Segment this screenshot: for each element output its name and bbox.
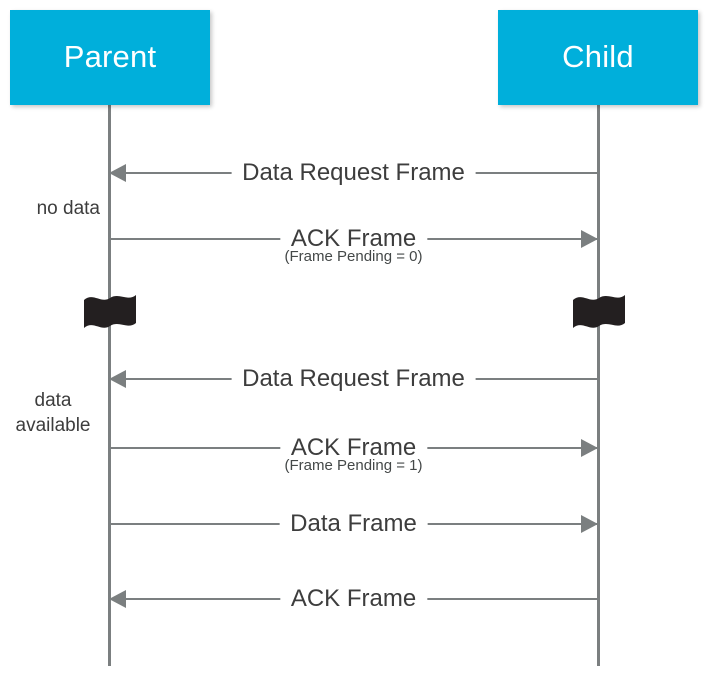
break-marker-icon [573,295,625,328]
arrowhead-right-icon [581,439,598,457]
participant-label-parent: Parent [63,39,157,74]
side-note-note-no-data: no data [36,198,100,219]
message-label: ACK Frame [279,436,428,460]
arrowhead-right-icon [581,230,598,248]
arrowhead-left-icon [109,590,126,608]
participant-box-child[interactable]: Child [498,10,698,105]
break-marker-parent [84,292,136,332]
message-sublabel: (Frame Pending = 1) [278,458,429,473]
arrowhead-left-icon [109,370,126,388]
message-label: Data Frame [279,512,428,536]
arrowhead-left-icon [109,164,126,182]
message-label: ACK Frame [279,587,428,611]
message-label: ACK Frame [279,227,428,251]
participant-label-child: Child [562,39,634,74]
arrowhead-right-icon [581,515,598,533]
break-marker-icon [84,295,136,328]
side-note-note-data-available: data available [15,390,91,437]
break-marker-child [573,292,625,332]
message-sublabel: (Frame Pending = 0) [278,249,429,264]
message-label: Data Request Frame [231,367,476,391]
participant-box-parent[interactable]: Parent [10,10,210,105]
lifeline-child [597,105,600,666]
message-label: Data Request Frame [231,161,476,185]
